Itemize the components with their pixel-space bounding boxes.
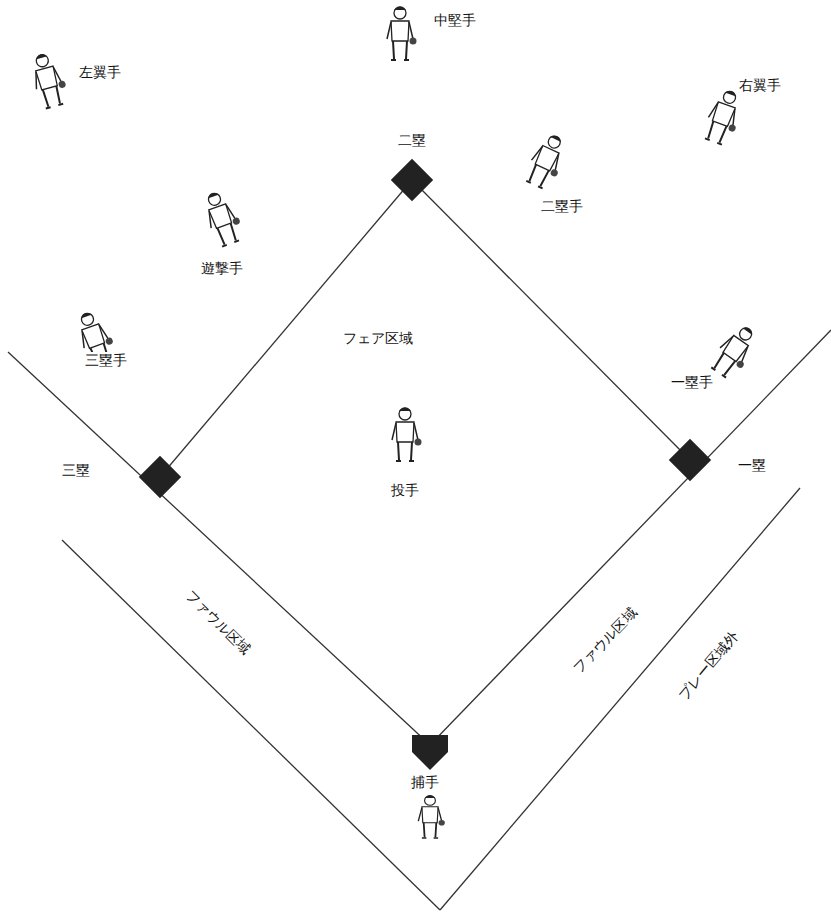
base-label: 三塁 <box>60 462 92 479</box>
position-label: 中堅手 <box>432 12 478 29</box>
position-label: 右翼手 <box>737 77 783 94</box>
position-label: 三塁手 <box>83 352 129 369</box>
area-label: プレー区域外 <box>673 626 742 704</box>
position-label: 二塁手 <box>539 198 585 215</box>
position-label: 一塁手 <box>669 374 715 391</box>
base-label: 一塁 <box>736 457 768 474</box>
base-label: 二塁 <box>396 132 428 149</box>
position-label: 左翼手 <box>77 64 123 81</box>
position-label: 遊撃手 <box>199 260 245 277</box>
position-label: 捕手 <box>409 774 441 791</box>
area-label: ファウル区域 <box>568 603 641 678</box>
position-label: 投手 <box>389 482 421 499</box>
field-lines <box>8 180 831 910</box>
bases <box>139 159 711 770</box>
player-figures <box>28 7 763 839</box>
area-label: ファウル区域 <box>181 585 255 659</box>
area-label: フェア区域 <box>341 330 415 347</box>
